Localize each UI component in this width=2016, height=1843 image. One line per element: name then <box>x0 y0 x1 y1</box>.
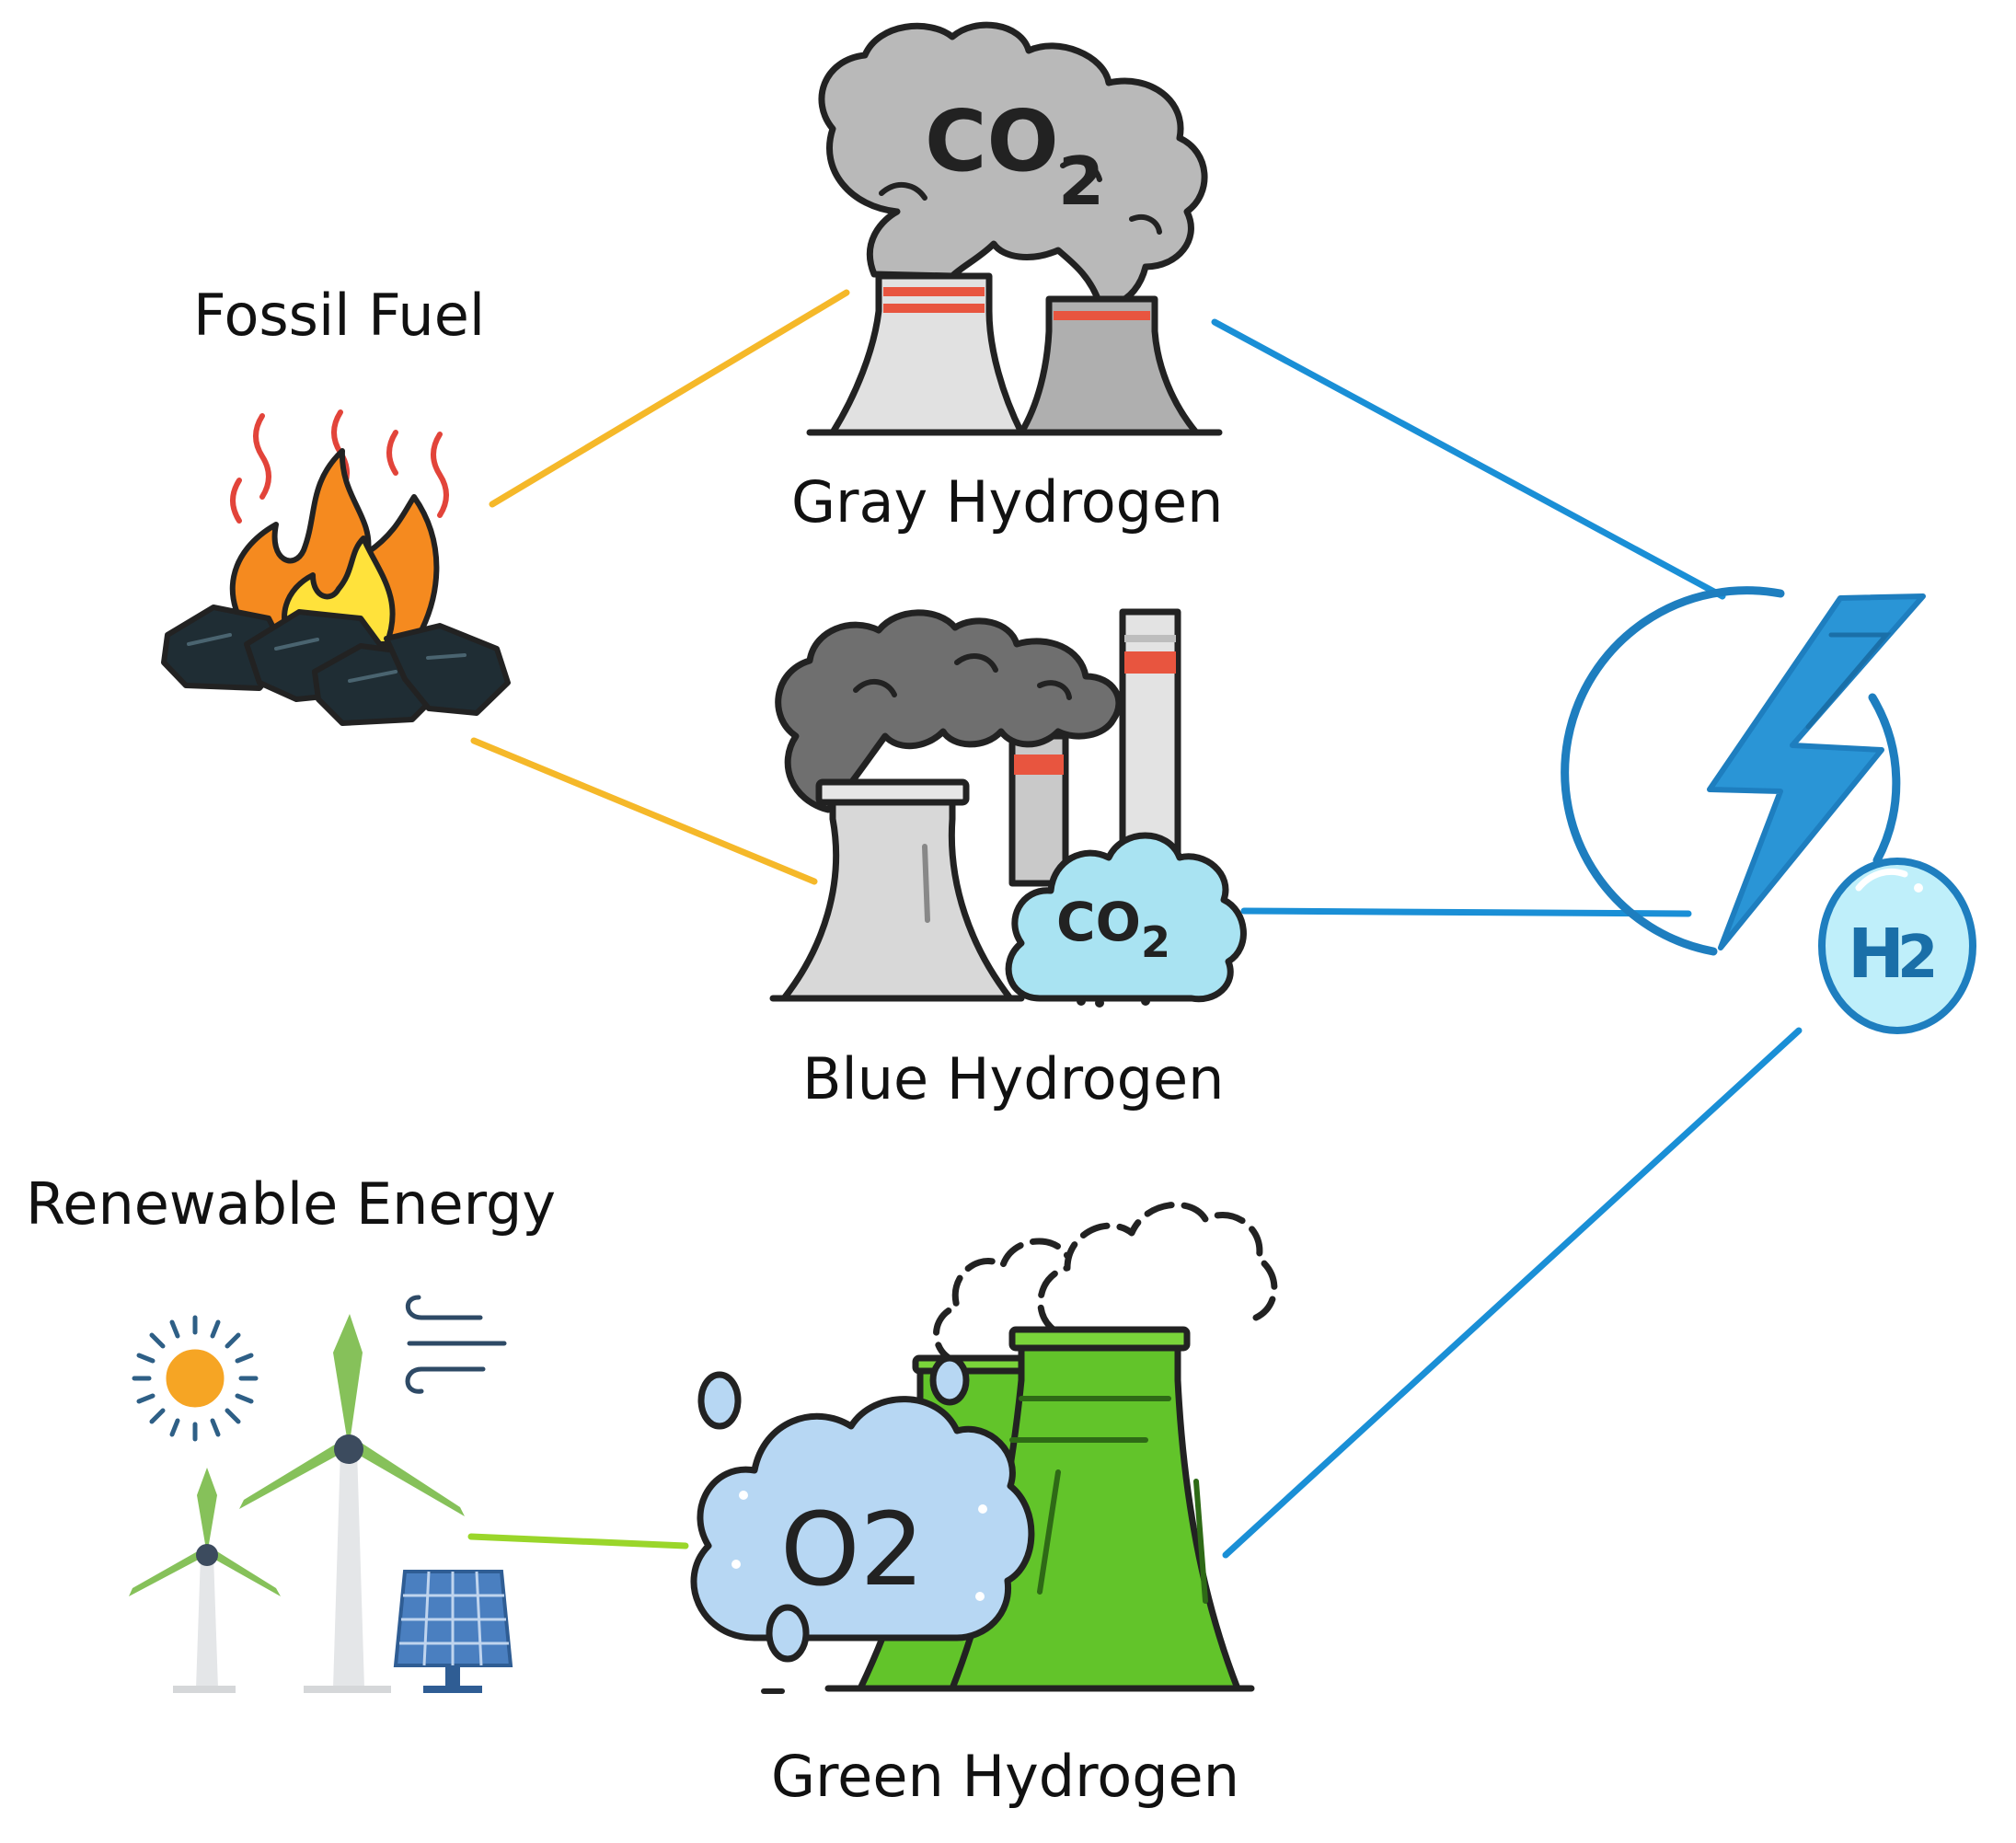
hydrogen-bubble-text: H <box>1848 915 1905 994</box>
blue-factory-icon: CO 2 <box>769 608 1247 1008</box>
gray-hydrogen-label: Gray Hydrogen <box>791 468 1224 536</box>
gray-to-hydrogen-connector <box>1211 318 1726 600</box>
hydrogen-bubble-subscript: 2 <box>1897 924 1939 992</box>
small-wind-turbine-icon <box>129 1468 281 1693</box>
blue-hydrogen-label: Blue Hydrogen <box>802 1045 1225 1112</box>
fossil-to-gray-connector <box>489 289 850 508</box>
gray-cloud-text: CO <box>925 92 1059 190</box>
blue-to-hydrogen-connector <box>1240 907 1692 917</box>
blue-cloud-text: CO <box>1056 891 1141 953</box>
connector-lines <box>467 289 1803 1559</box>
renewable-energy-label: Renewable Energy <box>26 1170 557 1238</box>
blue-cloud-subscript: 2 <box>1141 917 1170 967</box>
renewable-to-green-connector <box>467 1533 689 1549</box>
gray-cloud-subscript: 2 <box>1058 143 1104 220</box>
wind-icon <box>405 1295 507 1394</box>
green-factory-icon: O2 <box>690 1202 1278 1694</box>
hydrogen-energy-icon: H 2 <box>1561 586 1976 1034</box>
campfire-icon <box>161 409 511 726</box>
fossil-fuel-label: Fossil Fuel <box>193 282 486 349</box>
green-to-hydrogen-connector <box>1222 1027 1803 1559</box>
solar-panel-icon <box>393 1570 513 1693</box>
sun-icon <box>132 1315 259 1442</box>
gray-factory-icon: CO 2 <box>806 21 1223 436</box>
green-cloud-text: O2 <box>780 1491 925 1608</box>
large-wind-turbine-icon <box>239 1314 465 1693</box>
wind-solar-icon <box>129 1295 513 1693</box>
green-hydrogen-label: Green Hydrogen <box>771 1743 1239 1810</box>
fossil-to-blue-connector <box>470 737 818 885</box>
